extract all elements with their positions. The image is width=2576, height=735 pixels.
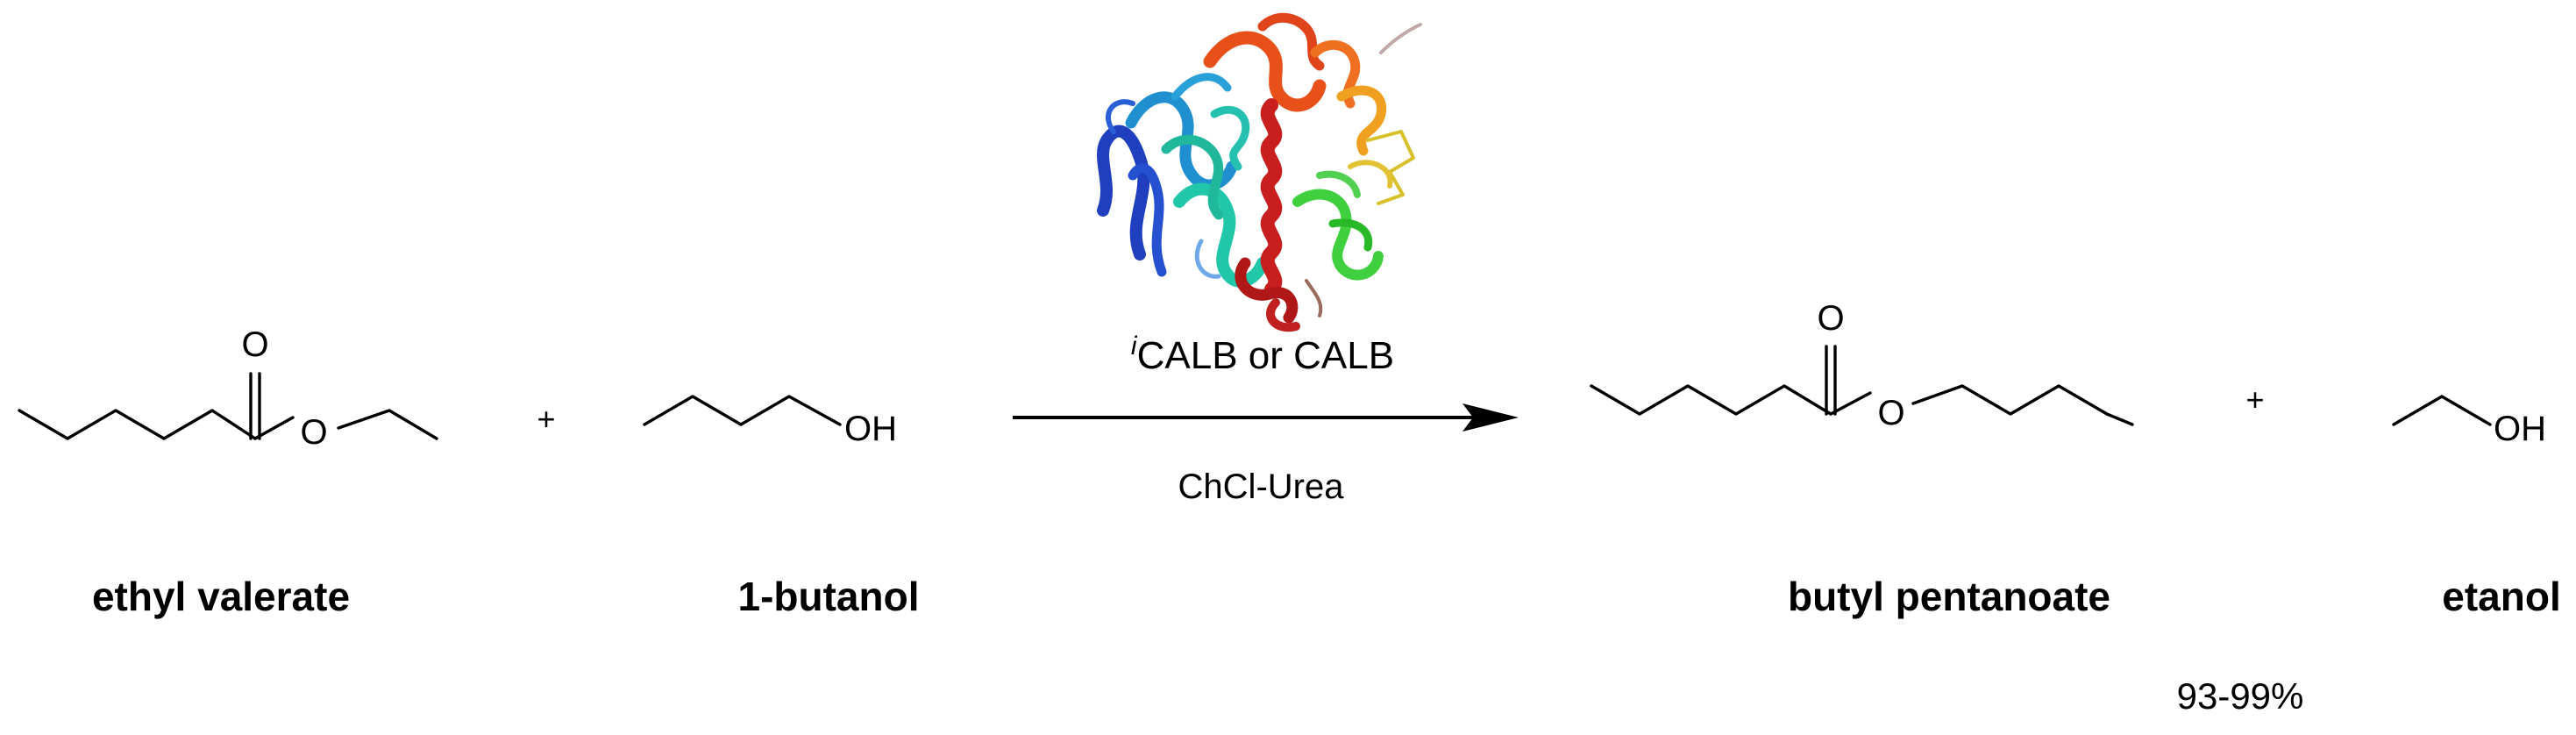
butyl-pentanoate-ester-o: O xyxy=(1877,394,1904,432)
ethyl-valerate-chain xyxy=(18,409,257,440)
1-butanol-structure: OH xyxy=(643,395,897,448)
ethyl-valerate-structure: O O xyxy=(18,325,438,452)
ethyl-valerate-carbonyl-o: O xyxy=(241,325,268,364)
etanol-chain xyxy=(2392,395,2492,426)
ethyl-valerate-c-o-bond xyxy=(253,416,295,440)
ethyl-valerate-label: ethyl valerate xyxy=(92,574,350,619)
enzyme-ribbon-icon xyxy=(1097,12,1422,332)
ethyl-valerate-ester-o: O xyxy=(300,413,327,452)
catalyst-label: iCALB or CALB xyxy=(1131,332,1394,377)
1-butanol-label: 1-butanol xyxy=(738,574,920,619)
etanol-structure: OH xyxy=(2392,395,2546,448)
catalyst-superscript-i: i xyxy=(1131,332,1138,360)
yield-label: 93-99% xyxy=(2177,675,2304,717)
butyl-pentanoate-label: butyl pentanoate xyxy=(1788,574,2110,619)
butyl-pentanoate-butyl-chain xyxy=(1911,384,2134,426)
butyl-pentanoate-c-o-bond xyxy=(1829,391,1872,416)
plus-sign-2: + xyxy=(2245,382,2264,417)
1-butanol-chain xyxy=(643,395,842,426)
1-butanol-hydroxyl: OH xyxy=(844,410,897,448)
butyl-pentanoate-acyl-chain xyxy=(1590,384,1832,416)
reaction-arrow xyxy=(1013,403,1519,432)
etanol-label: etanol xyxy=(2442,574,2560,619)
catalyst-name: CALB or CALB xyxy=(1137,334,1394,377)
solvent-label: ChCl-Urea xyxy=(1178,467,1345,506)
ethyl-valerate-ethyl-chain xyxy=(337,409,438,440)
butyl-pentanoate-carbonyl-o: O xyxy=(1817,299,1844,338)
plus-sign-1: + xyxy=(537,401,555,437)
butyl-pentanoate-structure: O O xyxy=(1590,299,2134,432)
etanol-hydroxyl: OH xyxy=(2494,410,2546,448)
arrow-head xyxy=(1462,403,1519,432)
